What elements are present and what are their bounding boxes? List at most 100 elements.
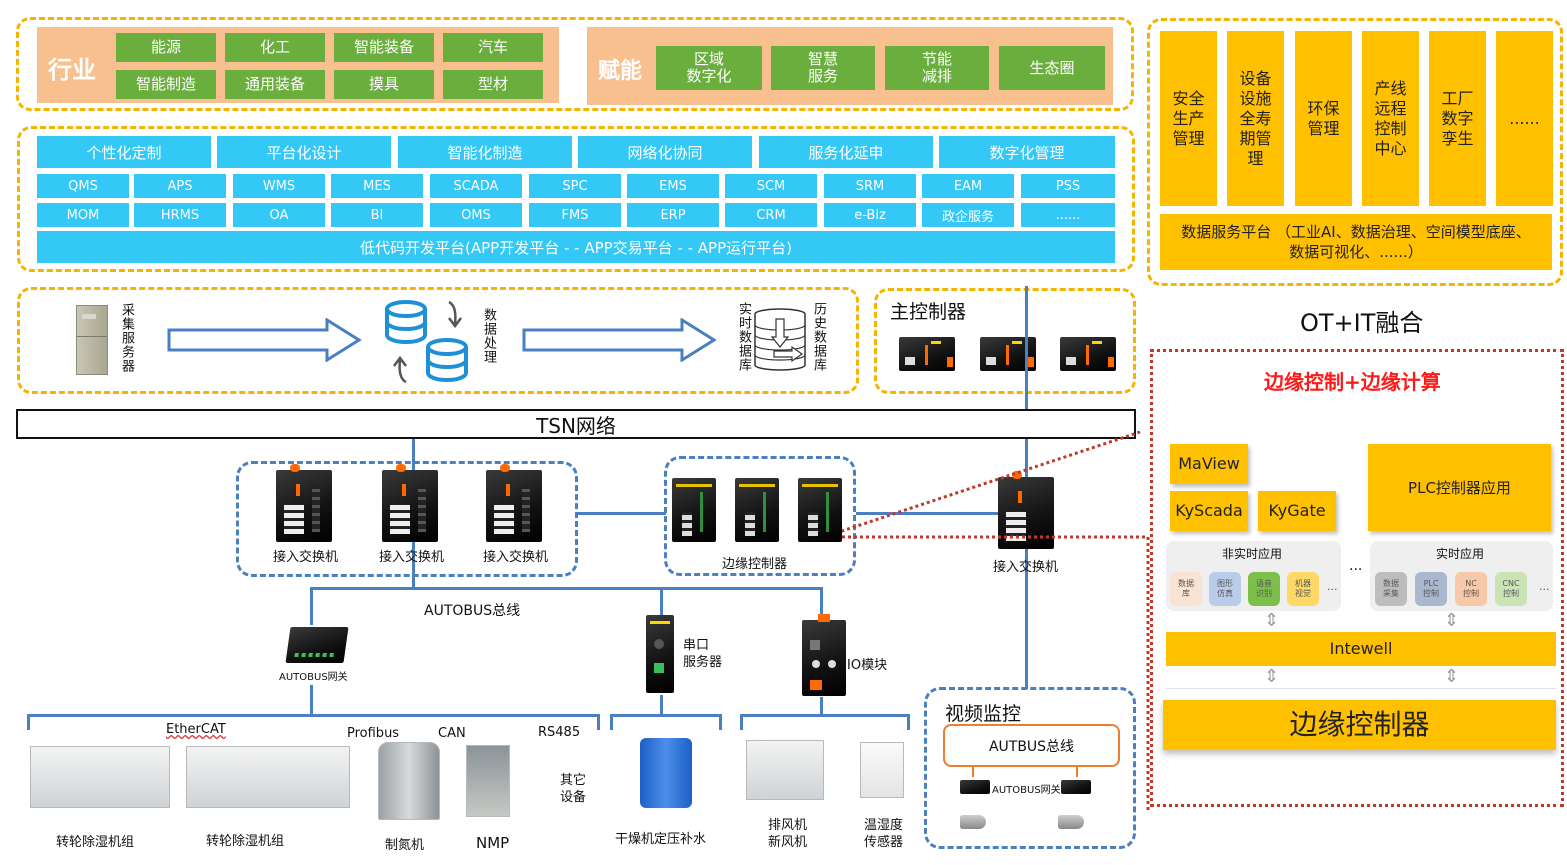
industry-item: 智能装备 [334, 33, 434, 62]
video-surveillance-frame [924, 687, 1136, 849]
app-plc-controller: PLC控制器应用 [1368, 444, 1551, 531]
device-label: 干燥机定压补水 [615, 832, 707, 847]
empower-item: 节能 减排 [885, 46, 989, 90]
switch-group-frame [236, 461, 578, 577]
data-flow-frame [17, 287, 859, 394]
plc-controller-icon [899, 337, 955, 371]
connector-line [1025, 439, 1028, 689]
nitrogen-generator-image [378, 742, 440, 820]
field-bus-left [27, 714, 600, 717]
it-capability: 服务化延申 [759, 136, 933, 168]
serial-server-label: 串口 服务器 [683, 638, 723, 670]
non-realtime-app-chip: 语音 识别 [1248, 572, 1280, 606]
connector-line [1025, 286, 1028, 409]
access-switch-icon [998, 471, 1054, 549]
access-switch-label: 接入交换机 [273, 550, 339, 565]
device-label: 其它 设备 [560, 773, 587, 805]
ot-it-column: 环保 管理 [1295, 31, 1352, 206]
empower-item: 区域 数字化 [656, 46, 762, 90]
industry-title: 行业 [48, 56, 96, 84]
connector-line [820, 587, 823, 619]
it-system-cell: OMS [430, 203, 522, 227]
empower-title: 赋能 [598, 59, 643, 84]
it-system-cell: SCADA [430, 174, 522, 198]
realtime-app-chip: NC 控制 [1455, 572, 1487, 606]
autbus-bus-box: AUTBUS总线 [943, 724, 1120, 767]
chips-ellipsis: ... [1539, 580, 1550, 593]
autobus-gateway-icon [1061, 780, 1091, 794]
humidity-sensor-image [860, 742, 904, 798]
realtime-db-label: 实时数据库 [736, 302, 751, 372]
data-service-platform: 数据服务平台 （工业AI、数据治理、空间模型底座、数据可视化、......） [1160, 214, 1552, 270]
autobus-gateway-icon [285, 627, 349, 663]
connector-line [719, 714, 722, 730]
connector-line [660, 587, 663, 617]
connector-line [740, 714, 743, 730]
it-system-cell: PSS [1021, 174, 1115, 198]
edge-computing-panel [1150, 349, 1564, 807]
dryer-unit-image [640, 738, 692, 808]
curved-arrow-up-icon [393, 355, 407, 384]
it-system-cell: SRM [824, 174, 916, 198]
tsn-network-bar: TSN网络 [16, 409, 1136, 439]
protocol-label: Profibus [347, 726, 400, 741]
serial-server-icon [646, 615, 674, 693]
collector-label: 采集服务器 [119, 303, 134, 373]
device-label: 排风机 新风机 [768, 818, 808, 850]
protocol-label: RS485 [538, 725, 581, 740]
database-icon [426, 338, 468, 382]
device-label: 转轮除湿机组 [56, 835, 135, 850]
edge-controller-icon [735, 478, 779, 542]
io-module-label: IO模块 [847, 658, 888, 673]
access-switch-label: 接入交换机 [483, 550, 549, 565]
it-system-cell: CRM [725, 203, 817, 227]
industry-item: 型材 [443, 70, 543, 99]
it-system-cell: ERP [627, 203, 719, 227]
history-db-label: 历史数据库 [811, 302, 826, 372]
it-system-cell: e-Biz [824, 203, 916, 227]
video-surveillance-title: 视频监控 [945, 703, 1022, 725]
access-switch-icon [382, 464, 438, 542]
edge-controller-bar: 边缘控制器 [1163, 700, 1556, 750]
arrow-right-icon [167, 318, 362, 362]
it-system-cell: SCM [725, 174, 817, 198]
access-switch-label: 接入交换机 [379, 550, 445, 565]
realtime-app-chip: 数据 采集 [1375, 572, 1407, 606]
access-switch-icon [276, 464, 332, 542]
it-system-cell: WMS [233, 174, 325, 198]
connector-line [610, 714, 613, 730]
protocol-label: CAN [438, 726, 466, 741]
storage-cylinder-icon [754, 308, 806, 371]
ot-it-column: ...... [1496, 31, 1553, 206]
connector-line [597, 714, 600, 730]
edge-controller-label: 边缘控制器 [722, 557, 788, 572]
ot-it-column: 设备 设施 全寿 期管 理 [1227, 31, 1284, 206]
double-arrow-icon: ⇕ [1264, 610, 1280, 631]
connector-line [660, 695, 663, 715]
double-arrow-icon: ⇕ [1444, 666, 1460, 687]
camera-icon [1058, 815, 1084, 829]
connector-line [972, 767, 974, 777]
it-capability: 个性化定制 [37, 136, 211, 168]
non-realtime-title: 非实时应用 [1222, 547, 1283, 561]
plc-controller-icon [1060, 337, 1116, 371]
ot-it-column: 工厂 数字 孪生 [1429, 31, 1486, 206]
tsn-network-label: TSN网络 [536, 413, 616, 438]
realtime-app-chip: PLC 控制 [1415, 572, 1447, 606]
it-system-cell: APS [134, 174, 226, 198]
connector-line [856, 512, 998, 515]
access-switch-icon [486, 464, 542, 542]
divider [1166, 688, 1556, 689]
autobus-gateway-label: AUTOBUS网关 [992, 785, 1061, 796]
edge-controller-icon [672, 478, 716, 542]
ot-it-frame [1147, 18, 1563, 286]
device-label: 转轮除湿机组 [206, 834, 285, 849]
database-icon [385, 300, 427, 344]
it-system-cell: EAM [922, 174, 1014, 198]
it-system-cell: BI [331, 203, 423, 227]
industry-item: 化工 [225, 33, 325, 62]
edge-panel-title: 边缘控制+边缘计算 [1264, 370, 1441, 394]
device-label: NMP [476, 834, 510, 852]
industry-item: 摸具 [334, 70, 434, 99]
nmp-unit-image [466, 745, 510, 817]
